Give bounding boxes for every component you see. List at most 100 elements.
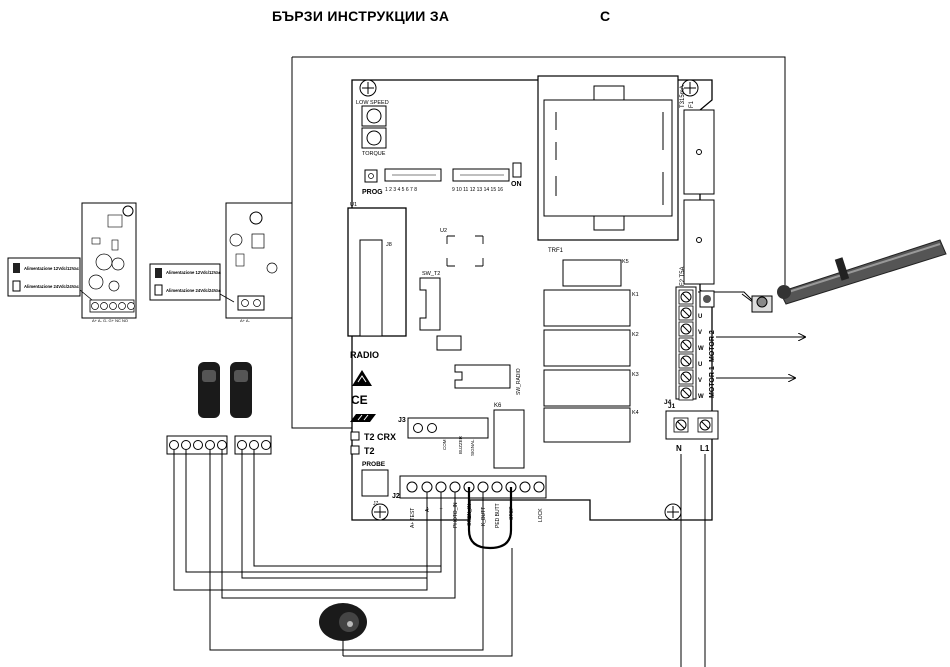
- rx-jumper-24v[interactable]: [12, 280, 21, 292]
- j1-pin-l1[interactable]: [697, 417, 713, 433]
- relay-k3: [543, 369, 631, 407]
- j7-label: J7: [373, 501, 379, 507]
- transformer-tab-bottom: [593, 215, 625, 231]
- j4-pin-6[interactable]: [678, 369, 694, 385]
- prog-button-dot: [368, 173, 374, 179]
- relay-k2: [543, 329, 631, 367]
- j3-pin-1[interactable]: [413, 423, 423, 433]
- j3-label: J3: [398, 417, 406, 424]
- sw-t2-connector: [419, 277, 441, 331]
- transformer-tab-top: [593, 85, 625, 101]
- relay-k4: [543, 407, 631, 443]
- j2-label-3: PHOTO_IN: [453, 502, 459, 528]
- tx-opt2-label: Alimentazione 24Vdc/24Vac: [166, 288, 222, 293]
- fuse-f2-dot: [696, 237, 702, 243]
- j2-label-5: K_BUTT: [481, 507, 487, 526]
- uvw-1: U: [698, 314, 702, 320]
- j2-label-0: A+ TEST: [410, 508, 416, 528]
- sw-radio-label: SW_RADIO: [516, 368, 522, 395]
- screw-icon-br: [664, 503, 682, 521]
- relay-k4-label: K4: [632, 410, 639, 416]
- com-label: COM: [442, 439, 447, 450]
- tx-opt1-label: Alimentazione 12Vdc/12Vac: [166, 270, 222, 275]
- low-speed-label: LOW SPEED: [356, 100, 389, 106]
- prog-button[interactable]: [364, 169, 378, 183]
- t2crx-box[interactable]: [350, 431, 360, 441]
- low-speed-trimmer-knob[interactable]: [366, 108, 382, 124]
- photocell-icon-rx: [198, 362, 220, 418]
- rx-link-wire: [292, 56, 786, 285]
- relay-k5-label: K5: [622, 259, 629, 265]
- rx-option-pointer: [79, 289, 93, 301]
- j2-pin-3[interactable]: [435, 481, 447, 493]
- j2-pin-6[interactable]: [477, 481, 489, 493]
- torque-trimmer-knob[interactable]: [366, 130, 382, 146]
- j1-pin-n[interactable]: [673, 417, 689, 433]
- trf1-label: TRF1: [548, 248, 564, 254]
- uvw-3: W: [698, 346, 704, 352]
- j4-pin-2[interactable]: [678, 305, 694, 321]
- uvw-5: V: [698, 378, 702, 384]
- on-switch[interactable]: [512, 162, 522, 178]
- jumper-block: [436, 335, 462, 351]
- sw-t2-label: SW_T2: [422, 271, 440, 277]
- rx-jumper-12v[interactable]: [13, 263, 20, 273]
- j4-pin-7[interactable]: [678, 385, 694, 401]
- j2-pin-2[interactable]: [421, 481, 433, 493]
- lock-label: LOCK: [538, 508, 544, 522]
- uvw-labels: U V W U V W: [698, 314, 704, 400]
- j2-jumper-wire: [467, 487, 513, 550]
- photocell-icon-tx: [230, 362, 252, 418]
- fuse-f1-rating: T315mA: [680, 85, 686, 108]
- j8-label: J8: [386, 242, 392, 248]
- motor-actuator-icon: [741, 239, 947, 307]
- transformer-windings: [555, 112, 664, 205]
- t2-box[interactable]: [350, 445, 360, 455]
- rx-module: RX A+ A- G- G+ NC NO: [81, 202, 137, 323]
- radio-label: RADIO: [350, 350, 379, 360]
- rx-terminal-pins: [169, 440, 227, 450]
- j2-pin-1[interactable]: [406, 481, 418, 493]
- j4-pin-1[interactable]: [678, 289, 694, 305]
- j3-pin-2[interactable]: [427, 423, 437, 433]
- tx-terminal-pins: [237, 440, 271, 450]
- j4-pin-3[interactable]: [678, 321, 694, 337]
- j4-label: J4: [664, 399, 672, 406]
- motor2-label: MOTOR 2: [709, 330, 716, 362]
- j2-pin-7[interactable]: [491, 481, 503, 493]
- rx-terminals: A+ A- G- G+ NC NO: [92, 318, 128, 323]
- j4-pin-4[interactable]: [678, 337, 694, 353]
- relay-k2-label: K2: [632, 332, 639, 338]
- u1-label: U1: [350, 202, 357, 208]
- j2-pin-4[interactable]: [449, 481, 461, 493]
- tx-jumper-12v[interactable]: [155, 268, 162, 278]
- page-title: БЪРЗИ ИНСТРУКЦИИ ЗА: [272, 8, 450, 24]
- buzzer-icon: [319, 603, 367, 641]
- buzzer-label: BUZZER: [458, 435, 463, 454]
- relay-k3-label: K3: [632, 372, 639, 378]
- j2-label-6: PED BUTT: [495, 503, 501, 528]
- fuse-f1-dot: [696, 149, 702, 155]
- motor1-label: MOTOR 1: [709, 366, 716, 398]
- esd-warning-icon: [352, 370, 372, 386]
- photocell-wiring: [173, 450, 484, 651]
- fuse-f1: [683, 109, 715, 195]
- uvw-4: U: [698, 362, 702, 368]
- j2-pin-9[interactable]: [519, 481, 531, 493]
- j2-pin-10[interactable]: [533, 481, 545, 493]
- sw-radio-connector: [454, 364, 511, 389]
- u2-label: U2: [440, 228, 447, 234]
- tx-option-pointer: [219, 293, 235, 303]
- j4-pins: [678, 289, 694, 401]
- rx-opt2-label: Alimentazione 24Vdc/24Vac: [24, 284, 80, 289]
- j1-label: J1: [668, 403, 676, 410]
- fuse-f2: [683, 199, 715, 285]
- j3-connector: [407, 417, 489, 439]
- probe-connector: [361, 469, 389, 497]
- j2-label-1: A-: [425, 507, 431, 512]
- fuse-f1-id: F1: [689, 100, 695, 108]
- t2crx-label: T2 CRX: [364, 432, 396, 442]
- tx-jumper-24v[interactable]: [154, 284, 163, 296]
- prog-label: PROG: [362, 189, 383, 196]
- j4-pin-5[interactable]: [678, 353, 694, 369]
